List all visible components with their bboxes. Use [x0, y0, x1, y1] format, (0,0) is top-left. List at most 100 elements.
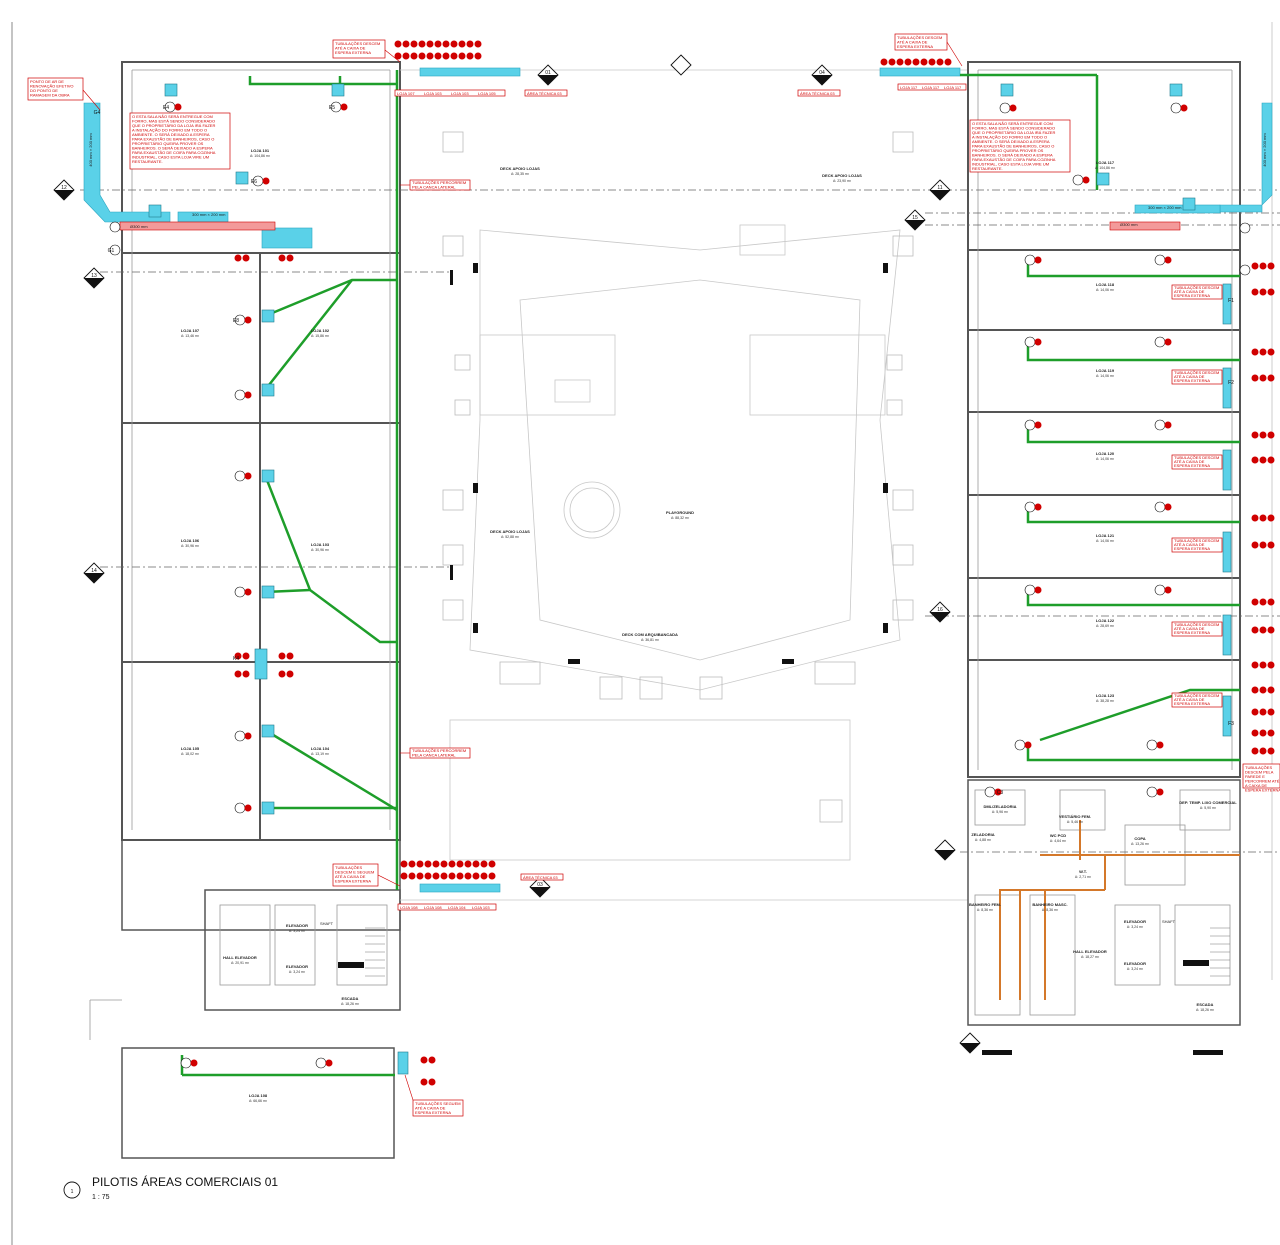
loja-tag: LOJA 108 [400, 905, 418, 910]
title-number: 1 [71, 1189, 74, 1195]
section-marker-label: 13 [91, 273, 97, 279]
room-name: LOJA 123 [1096, 693, 1115, 698]
room-area: A: 3,24 m² [1127, 967, 1144, 971]
room-name: LOJA 117 [1096, 160, 1115, 165]
room-area: A: 14,06 m² [1096, 539, 1115, 543]
note-right-column: ESPERA EXTERNA [1174, 293, 1210, 298]
duct-label: 400 mm × 200 mm [88, 133, 93, 167]
note-right-column: ATÉ A CAIXA DE [1174, 542, 1205, 547]
refrigerant-piping [180, 70, 1240, 1077]
room-name: LOJA 107 [181, 328, 200, 333]
room-name: COPA [1134, 836, 1145, 841]
note-left-box: AMBIENTE. O SERÁ DEIXADO A ESPERA [132, 132, 210, 137]
note-top-right: ATÉ A CAIXA DE [897, 40, 928, 45]
note-area-tecnica: ÁREA TÉCNICA 03 [800, 91, 835, 96]
duct-label: Ø300 mm [130, 224, 148, 229]
note-right-edge: DESCEM PELA [1245, 770, 1274, 775]
note-boxes [27, 33, 1280, 1117]
room-name: DEP. TEMP. LIXO COMERCIAL [1179, 800, 1237, 805]
room-area: A: 14,06 m² [1096, 457, 1115, 461]
section-marker-label: 01 [545, 70, 551, 76]
loja-tag: LOJA 107 [397, 91, 415, 96]
note-right-column: TUBULAÇÕES DESCEM [1174, 538, 1219, 543]
note-right-column: ATÉ A CAIXA DE [1174, 374, 1205, 379]
room-area: A: 18,26 m² [341, 1002, 360, 1006]
note-right-box: AMBIENTE. O SERÁ DEIXADO A ESPERA [972, 139, 1050, 144]
loja-tag: LOJA 103 [472, 905, 490, 910]
room-name: LOJA 108 [249, 1093, 268, 1098]
room-area: A: 8,36 m² [977, 908, 994, 912]
room-area: A: 8,36 m² [1042, 908, 1059, 912]
room-name: PLAYGROUND [666, 510, 694, 515]
duct-label: Ø300 mm [1120, 222, 1138, 227]
room-area: A: 104,86 m² [250, 154, 271, 158]
section-marker-label: 14 [91, 568, 97, 574]
room-name: LOJA 122 [1096, 618, 1115, 623]
note-right-box: INDUSTRIAL, CASO ESTA LOJA VIRE UM [972, 162, 1049, 167]
room-name: ELEVADOR [286, 923, 308, 928]
room-area: A: 66,66 m² [249, 1099, 268, 1103]
room-area: A: 13,46 m² [181, 334, 200, 338]
room-area: A: 3,24 m² [1127, 925, 1144, 929]
loja-tag: LOJA 103 [424, 91, 442, 96]
room-area: A: 52,88 m² [501, 535, 520, 539]
note-right-column: ATÉ A CAIXA DE [1174, 289, 1205, 294]
note-vertical-1: TUBULAÇÕES PERCORREM [412, 180, 466, 185]
room-area: A: 14,06 m² [1096, 374, 1115, 378]
loja-tag: LOJA 108 [424, 905, 442, 910]
room-name: DECK APOIO LOJAS [500, 166, 540, 171]
section-marker-label: 04 [819, 70, 825, 76]
note-left-box: QUE O PROPRIETÁRIO DA LOJA IRÁ FAZER [132, 123, 215, 128]
note-left-box: O ESTA SALA NÃO SERÁ ENTREGUE COM [132, 114, 213, 119]
section-marker-label: 03 [537, 882, 543, 888]
left-building-inner [89, 69, 391, 1040]
equipment-tag: E5 [329, 105, 335, 111]
room-name: DECK APOIO LOJAS [822, 173, 862, 178]
note-top-right: ESPERA EXTERNA [897, 44, 933, 49]
equipment-tag: F2 [1228, 380, 1234, 386]
note-right-edge: ESPERA EXTERNA [1245, 788, 1280, 793]
note-right-column: ESPERA EXTERNA [1174, 546, 1210, 551]
room-name: W.T. [1079, 869, 1087, 874]
note-right-column: TUBULAÇÕES DESCEM [1174, 622, 1219, 627]
grid-lines [80, 189, 1280, 853]
equipment-tag: F3 [1228, 721, 1234, 727]
room-name: ELEVADOR [1124, 961, 1146, 966]
room-name: ELEVADOR [286, 964, 308, 969]
note-area-tecnica: ÁREA TÉCNICA 03 [523, 875, 558, 880]
note-right-column: ATÉ A CAIXA DE [1174, 697, 1205, 702]
note-left-box: PARA EXAUSTÃO DE BANHEIROS, CASO O [132, 137, 214, 142]
room-area: A: 88,32 m² [671, 516, 690, 520]
room-area: A: 23,90 m² [833, 179, 852, 183]
right-building-walls [967, 61, 1241, 1026]
room-area: A: 3,24 m² [289, 929, 306, 933]
room-name: LOJA 120 [1096, 451, 1115, 456]
note-fresh-air: RENOVAÇÃO EFETIVO [30, 84, 74, 89]
note-fresh-air: DO PONTO DE [30, 88, 58, 93]
note-right-column: ESPERA EXTERNA [1174, 378, 1210, 383]
room-name: LOJA 105 [181, 746, 200, 751]
note-top-right: TUBULAÇÕES DESCEM [897, 35, 942, 40]
note-right-box: PROPRIETÁRIO QUEIRA PROVER OS [972, 148, 1044, 153]
note-right-edge: TUBULAÇÕES [1245, 765, 1272, 770]
equipment-tag: F1 [1228, 298, 1234, 304]
note-right-box: PARA EXAUSTÃO DE BANHEIROS, CASO O [972, 144, 1054, 149]
loja-tag: LOJA 117 [900, 85, 918, 90]
note-left-box: INDUSTRIAL, CASO ESTA LOJA VIRE UM [132, 155, 209, 160]
note-left-box: PROPRIETÁRIO QUEIRA PROVER OS [132, 141, 204, 146]
equipment-tag: C3 [997, 790, 1004, 796]
note-right-edge: PERCORREM ATÉ [1245, 779, 1280, 784]
section-marker-label: 15 [912, 215, 918, 221]
note-leaders [82, 41, 963, 1101]
loja-tag: LOJA 105 [478, 91, 496, 96]
note-left-box: A INSTALAÇÃO DO FORRO EM TODO O [132, 128, 207, 133]
shaft-label: SHAFT [1162, 919, 1176, 924]
note-right-column: ESPERA EXTERNA [1174, 701, 1210, 706]
room-area: A: 13,19 m² [311, 752, 330, 756]
room-area: A: 28,35 m² [511, 172, 530, 176]
room-name: ESCADA [1197, 1002, 1214, 1007]
note-bottom-loja: TUBULAÇÕES SEGUEM [415, 1101, 461, 1106]
note-right-box: FORRO, MAS ESTÁ SENDO CONSIDERADO [972, 126, 1055, 131]
note-right-column: ESPERA EXTERNA [1174, 463, 1210, 468]
